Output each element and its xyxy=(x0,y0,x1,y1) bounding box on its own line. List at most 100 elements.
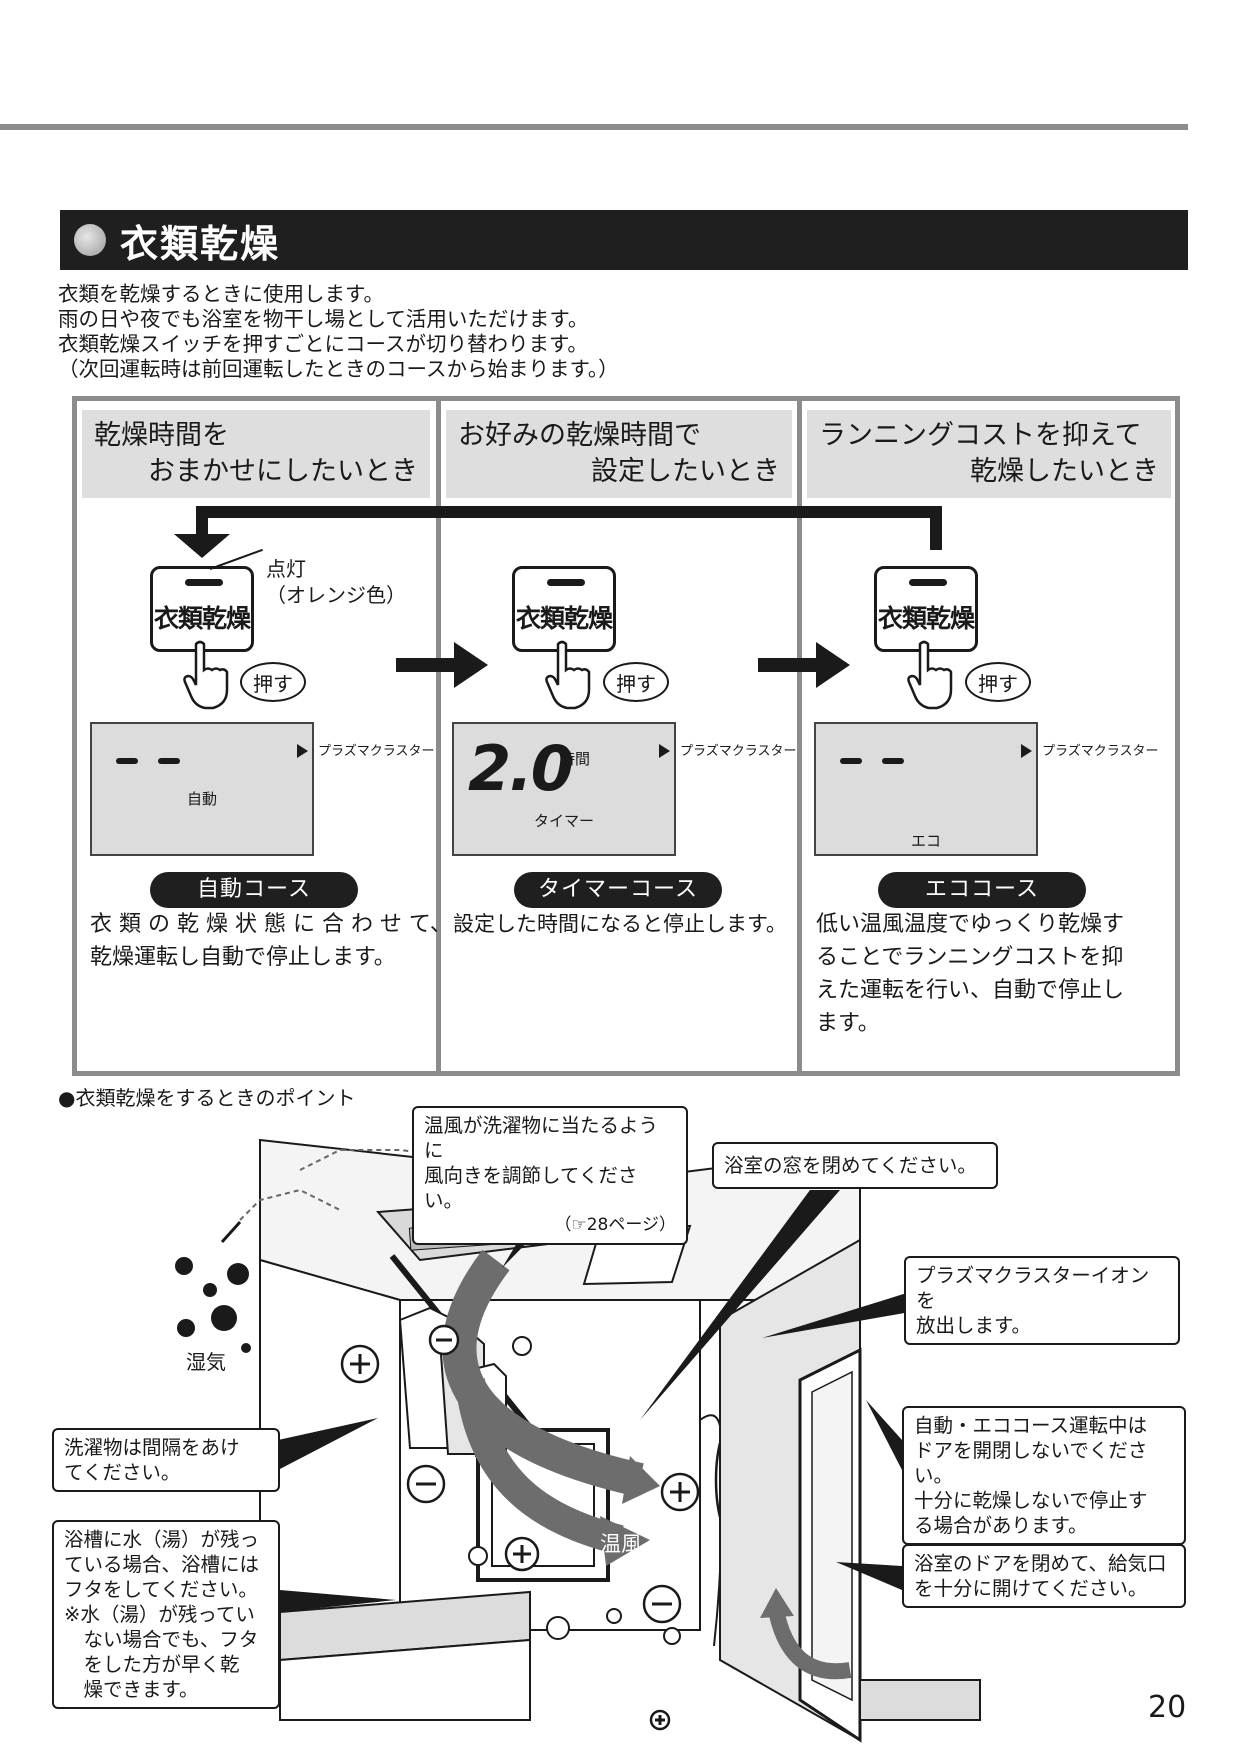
warm-air-arrowhead xyxy=(600,1516,650,1566)
intro-line: 衣類乾燥スイッチを押すごとにコースが切り替わります。 xyxy=(58,332,588,356)
duct-outline xyxy=(299,1149,561,1171)
callout-door-close: 浴室のドアを閉めて、給気口 を十分に開けてください。 xyxy=(902,1544,1186,1608)
callout-line: 浴室の窓を閉めてください。 xyxy=(724,1154,977,1177)
course-desc-eco: 低い温風温度でゆっくり乾燥す ることでランニングコストを抑 えた運転を行い、自動… xyxy=(816,908,1124,1040)
lcd-dash xyxy=(158,758,180,764)
lamp-indicator xyxy=(547,579,585,586)
switch-label: 衣類乾燥 xyxy=(515,604,613,633)
column-heading-timer: お好みの乾燥時間で 設定したいとき xyxy=(446,410,792,498)
door-glass xyxy=(811,1370,853,1702)
column-divider xyxy=(797,396,802,1076)
heading-line: お好みの乾燥時間で xyxy=(458,420,701,451)
humidity-dot xyxy=(227,1263,249,1285)
lamp-indicator xyxy=(909,579,947,586)
warm-air-arrow-icon xyxy=(455,1378,624,1555)
section-header: 衣類乾燥 xyxy=(60,210,1188,270)
callout-plasma-ion: プラズマクラスターイオンを 放出します。 xyxy=(904,1256,1180,1345)
supply-air-arrow-icon xyxy=(768,1608,852,1680)
play-triangle-icon xyxy=(1021,744,1032,758)
lcd-display-timer: 2.0 時間 タイマー xyxy=(452,722,676,856)
callout-pointer xyxy=(640,1190,840,1420)
callout-spacing: 洗濯物は間隔をあけ てください。 xyxy=(52,1428,280,1492)
lit-note-line: 点灯 xyxy=(266,557,306,581)
callout-line: る場合があります。 xyxy=(914,1514,1088,1537)
intro-line: （次回運転時は前回運転したときのコースから始まります。） xyxy=(58,357,619,381)
column-heading-auto: 乾燥時間を おまかせにしたいとき xyxy=(82,410,430,498)
plasma-label: プラズマクラスター xyxy=(680,744,797,759)
heading-line: 設定したいとき xyxy=(591,456,780,487)
course-frame xyxy=(72,396,1180,1076)
callout-line: 燥できます。 xyxy=(64,1678,199,1701)
callout-line: ない場合でも、フタ xyxy=(64,1628,259,1651)
points-title: ●衣類乾燥をするときのポイント xyxy=(58,1086,356,1110)
callout-pointer xyxy=(866,1400,902,1470)
warm-air-label: 温風 xyxy=(600,1532,642,1556)
lcd-display-auto: 自動 xyxy=(90,722,314,856)
course-desc-timer: 設定した時間になると停止します。 xyxy=(453,908,787,941)
switch-label: 衣類乾燥 xyxy=(153,604,251,633)
lcd-display-eco: エコ xyxy=(814,722,1038,856)
callout-line: を十分に開けてください。 xyxy=(914,1577,1148,1600)
column-divider xyxy=(436,396,441,1076)
course-desc-auto: 衣 類 の 乾 燥 状 態 に 合 わ せ て、 乾燥運転し自動で停止します。 xyxy=(90,908,452,974)
floor-step xyxy=(859,1679,981,1721)
callout-pointer xyxy=(280,1590,396,1612)
desc-line: ます。 xyxy=(816,1011,880,1036)
callout-line: ドアを開閉しないでください。 xyxy=(914,1439,1148,1487)
plasma-label: プラズマクラスター xyxy=(318,744,435,759)
heading-line: おまかせにしたいとき xyxy=(148,456,418,487)
cycle-arrow-left xyxy=(196,506,208,536)
course-name-eco: エココース xyxy=(878,872,1086,908)
push-label: 押す xyxy=(240,662,306,702)
callout-line: 自動・エココース運転中は xyxy=(914,1414,1148,1437)
heading-line: 乾燥したいとき xyxy=(970,456,1159,487)
humidity-dot xyxy=(241,1343,251,1353)
cycle-arrow-right xyxy=(930,506,942,550)
callout-line: をした方が早く乾 xyxy=(64,1653,240,1676)
duct-outline xyxy=(239,1188,341,1221)
course-name-timer: タイマーコース xyxy=(514,872,722,908)
lamp-indicator xyxy=(185,579,223,586)
callout-line: 十分に乾燥しないで停止す xyxy=(914,1489,1148,1512)
callout-window: 浴室の窓を閉めてください。 xyxy=(712,1142,998,1189)
humidity-dot xyxy=(177,1319,195,1337)
page-reference: （☞28ページ） xyxy=(554,1215,676,1235)
clothes-dry-switch-3[interactable]: 衣類乾燥 xyxy=(874,566,978,652)
lcd-dash xyxy=(116,758,138,764)
lit-note: 点灯 （オレンジ色） xyxy=(266,556,406,608)
exhaust-arrow-icon xyxy=(220,1220,242,1244)
pointing-hand-icon xyxy=(183,640,229,710)
callout-door-open: 自動・エココース運転中は ドアを開閉しないでください。 十分に乾燥しないで停止す… xyxy=(902,1406,1186,1545)
lcd-mode: エコ xyxy=(910,832,941,850)
callout-line: ※水（湯）が残ってい xyxy=(64,1603,255,1626)
callout-pointer xyxy=(278,1418,378,1470)
callout-line: 浴槽に水（湯）が残っ xyxy=(64,1528,260,1551)
humidity-dot xyxy=(211,1305,237,1331)
push-label: 押す xyxy=(603,662,669,702)
clothes-dry-switch-2[interactable]: 衣類乾燥 xyxy=(512,566,616,652)
humidity-label: 湿気 xyxy=(186,1350,226,1374)
intro-line: 雨の日や夜でも浴室を物干し場として活用いただけます。 xyxy=(58,307,589,331)
intro-text: 衣類を乾燥するときに使用します。 雨の日や夜でも浴室を物干し場として活用いただけ… xyxy=(58,282,1158,382)
heading-line: ランニングコストを抑えて xyxy=(819,420,1142,451)
cycle-arrow-top xyxy=(196,506,942,518)
callout-line: 浴室のドアを閉めて、給気口 xyxy=(914,1552,1167,1575)
desc-line: 設定した時間になると停止します。 xyxy=(453,912,787,936)
callout-line: 温風が洗濯物に当たるように xyxy=(424,1114,659,1162)
intro-line: 衣類を乾燥するときに使用します。 xyxy=(58,282,384,306)
lcd-dash xyxy=(882,758,904,764)
warm-air-arrowhead xyxy=(622,1456,660,1504)
push-label: 押す xyxy=(965,662,1031,702)
callout-line: 洗濯物は間隔をあけ xyxy=(64,1436,240,1459)
course-name-auto: 自動コース xyxy=(150,872,358,908)
callout-bathtub: 浴槽に水（湯）が残っ ている場合、浴槽には フタをしてください。 ※水（湯）が残… xyxy=(52,1520,280,1709)
callout-line: ている場合、浴槽には xyxy=(64,1553,260,1576)
lcd-hours-value: 2.0 xyxy=(468,732,574,805)
lcd-dash xyxy=(840,758,862,764)
column-heading-eco: ランニングコストを抑えて 乾燥したいとき xyxy=(807,410,1171,498)
bullet-circle-icon xyxy=(74,224,106,256)
desc-line: 低い温風温度でゆっくり乾燥す xyxy=(816,912,1125,937)
supply-air-arrowhead xyxy=(760,1588,794,1618)
callout-line: フタをしてください。 xyxy=(64,1578,258,1601)
desc-line: えた運転を行い、自動で停止し xyxy=(816,978,1125,1003)
